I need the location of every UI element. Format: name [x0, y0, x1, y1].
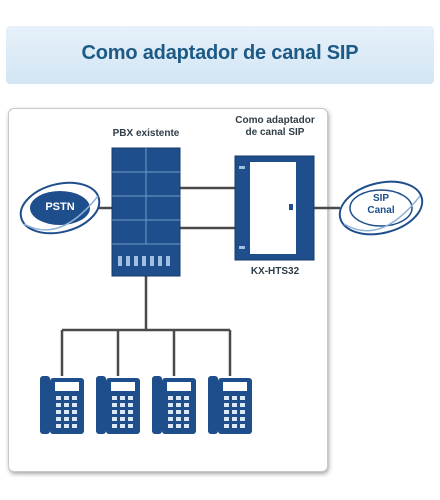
sip-label-line-1: SIP: [372, 193, 390, 204]
phone-key: [128, 424, 133, 428]
diagram-title: Como adaptador de canal SIP: [81, 42, 359, 64]
handset-icon: [152, 376, 162, 434]
phone-screen: [55, 382, 79, 391]
phone-3: [152, 376, 196, 434]
connections: [60, 186, 340, 376]
phone-key: [232, 396, 237, 400]
sip-label-line-2: Canal: [367, 205, 395, 216]
phone-key: [120, 396, 125, 400]
phone-key: [120, 424, 125, 428]
sip-label: SIP Canal: [355, 193, 407, 217]
phone-key: [232, 403, 237, 407]
phone-key: [120, 417, 125, 421]
phone-key: [64, 410, 69, 414]
phone-key: [112, 424, 117, 428]
phone-key: [56, 410, 61, 414]
handset-icon: [40, 376, 50, 434]
adapter-label: Como adaptador de canal SIP: [222, 115, 328, 139]
phone-key: [224, 396, 229, 400]
phone-key: [232, 424, 237, 428]
phone-4: [208, 376, 252, 434]
phone-key: [112, 417, 117, 421]
phone-key: [184, 410, 189, 414]
phone-key: [240, 410, 245, 414]
phone-key: [112, 396, 117, 400]
phone-key: [128, 396, 133, 400]
phone-key: [56, 417, 61, 421]
phone-screen: [223, 382, 247, 391]
phone-key: [72, 396, 77, 400]
phone-key: [184, 424, 189, 428]
phone-key: [120, 410, 125, 414]
phone-key: [128, 403, 133, 407]
title-banner: [6, 26, 434, 84]
phone-key: [112, 403, 117, 407]
handset-icon: [96, 376, 106, 434]
phone-key: [240, 396, 245, 400]
pbx-label: PBX existente: [112, 128, 180, 139]
phone-key: [184, 403, 189, 407]
model-label: KX-HTS32: [250, 266, 300, 277]
adapter-label-line-2: de canal SIP: [245, 127, 305, 138]
phone-key: [72, 403, 77, 407]
phone-key: [176, 403, 181, 407]
phone-key: [168, 410, 173, 414]
phone-key: [64, 396, 69, 400]
phone-screen: [111, 382, 135, 391]
phone-key: [56, 396, 61, 400]
phone-key: [56, 403, 61, 407]
phone-key: [224, 424, 229, 428]
kx-hts32-adapter: [234, 155, 315, 261]
phone-key: [168, 403, 173, 407]
pbx-unit: [111, 147, 181, 277]
phone-key: [240, 403, 245, 407]
phone-key: [232, 410, 237, 414]
phone-key: [176, 417, 181, 421]
phone-key: [176, 410, 181, 414]
phone-key: [72, 417, 77, 421]
phone-key: [72, 424, 77, 428]
phone-key: [240, 417, 245, 421]
phone-key: [112, 410, 117, 414]
phone-key: [72, 410, 77, 414]
adapter-label-line-1: Como adaptador: [235, 115, 315, 126]
phone-1: [40, 376, 84, 434]
pstn-cloud: [19, 181, 101, 235]
phone-screen: [167, 382, 191, 391]
phone-key: [128, 417, 133, 421]
phones-group: [40, 376, 252, 434]
phone-2: [96, 376, 140, 434]
phone-key: [168, 396, 173, 400]
phone-key: [176, 424, 181, 428]
phone-key: [120, 403, 125, 407]
handset-icon: [208, 376, 218, 434]
phone-key: [64, 403, 69, 407]
phone-key: [168, 424, 173, 428]
sip-cloud: [338, 180, 424, 236]
phone-key: [56, 424, 61, 428]
phone-key: [64, 417, 69, 421]
pstn-label: PSTN: [45, 201, 75, 213]
phone-key: [232, 417, 237, 421]
phone-key: [168, 417, 173, 421]
phone-key: [128, 410, 133, 414]
phone-key: [240, 424, 245, 428]
phone-key: [64, 424, 69, 428]
phone-key: [224, 403, 229, 407]
phone-key: [184, 396, 189, 400]
phone-key: [184, 417, 189, 421]
phone-key: [224, 410, 229, 414]
phone-key: [176, 396, 181, 400]
phone-key: [224, 417, 229, 421]
